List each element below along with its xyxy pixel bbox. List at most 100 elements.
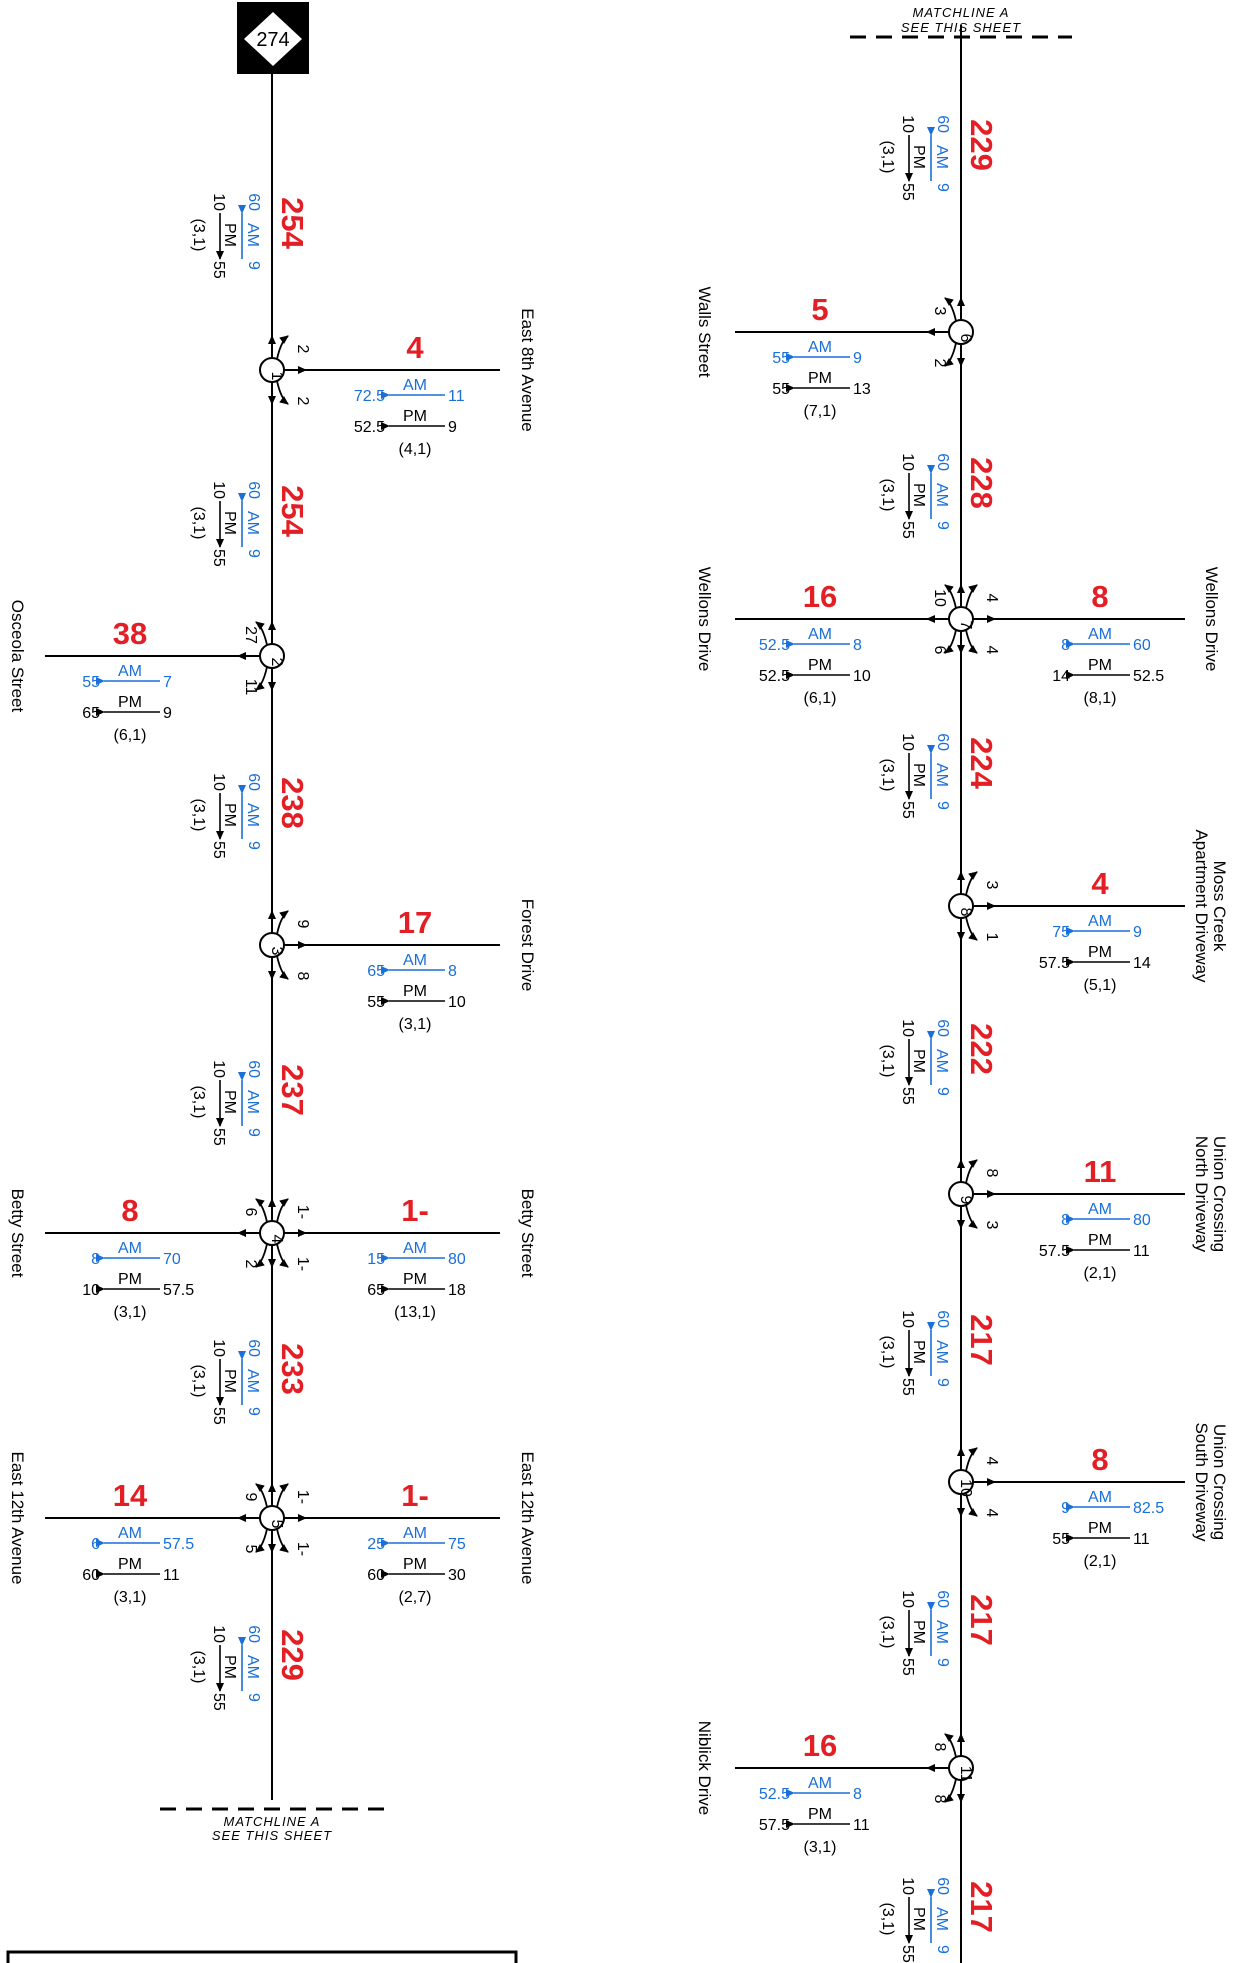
segment-am-value: 9 [245, 1407, 262, 1416]
side-am-value: 9 [853, 350, 862, 367]
side-am-value: 8 [853, 1786, 862, 1803]
segment-pm-value: 55 [210, 1407, 227, 1425]
side-am-value: 15 [367, 1251, 385, 1268]
pm-label: PM [403, 1556, 427, 1573]
turn-volume: 4 [983, 1509, 1000, 1518]
intersection-node-circle [948, 606, 974, 632]
side-pm-value: 60 [367, 1567, 385, 1584]
side-pm-value: 57.5 [163, 1282, 194, 1299]
pm-label: PM [1088, 1520, 1112, 1537]
side-pm-value: 57.5 [1039, 955, 1070, 972]
street-name-line1: Union Crossing [1210, 1424, 1229, 1540]
segment-ratio: (3,1) [190, 219, 207, 252]
segment-pm-value: 55 [899, 1378, 916, 1396]
street-name-line1: Moss Creek [1210, 861, 1229, 952]
segment-pm-value: 55 [210, 1128, 227, 1146]
segment-am-value: 9 [934, 1945, 951, 1954]
side-pm-value: 57.5 [1039, 1243, 1070, 1260]
street-name-label: East 12th Avenue [8, 1452, 27, 1585]
pm-label: PM [1088, 657, 1112, 674]
street-name-line1: Union Crossing [1210, 1136, 1229, 1252]
turn-volume: 9 [242, 1493, 259, 1502]
svg-text:SEE THIS SHEET: SEE THIS SHEET [901, 20, 1021, 35]
route-shield: 274 [237, 2, 309, 74]
segment-am-value: 9 [934, 521, 951, 530]
side-am-value: 8 [1061, 1212, 1070, 1229]
side-pm-value: 11 [1133, 1243, 1150, 1260]
side-am-value: 60 [1133, 637, 1151, 654]
side-pm-value: 60 [82, 1567, 100, 1584]
side-am-value: 55 [772, 350, 790, 367]
segment-ratio: (3,1) [879, 1045, 896, 1078]
turn-volume: 2 [242, 1260, 259, 1269]
segment-pm-value: 55 [899, 1658, 916, 1676]
side-am-value: 75 [448, 1536, 466, 1553]
street-name-label: Betty Street [518, 1189, 537, 1278]
segment-volume: 228 [964, 457, 999, 509]
am-label: AM [244, 1655, 261, 1679]
segment-ratio: (3,1) [190, 799, 207, 832]
am-label: AM [1088, 913, 1112, 930]
intersection-9: 983 [948, 1159, 1000, 1230]
segment-pm-value: 55 [210, 1693, 227, 1711]
turn-volume: 1- [294, 1257, 311, 1271]
turn-volume: 6 [931, 646, 948, 655]
pm-label: PM [910, 1340, 927, 1364]
turn-volume: 8 [931, 1743, 948, 1752]
turn-volume: 3 [931, 307, 948, 316]
turn-volume: 2 [931, 359, 948, 368]
pm-label: PM [221, 511, 238, 535]
segment-ratio: (3,1) [879, 1903, 896, 1936]
segment-pm-value: 55 [210, 549, 227, 567]
intersection-number: 11 [957, 1766, 974, 1783]
am-label: AM [403, 1240, 427, 1257]
turn-volume: 2 [294, 397, 311, 406]
side-pm-value: 13 [853, 381, 871, 398]
street-name-label: Forest Drive [518, 899, 537, 992]
side-pm-value: 11 [163, 1567, 180, 1584]
pm-label: PM [910, 763, 927, 787]
segment-pm-value: 10 [210, 1339, 227, 1357]
svg-text:SEE THIS SHEET: SEE THIS SHEET [212, 1828, 332, 1843]
segment-pm-value: 10 [899, 1877, 916, 1895]
segment-pm-value: 55 [899, 1087, 916, 1105]
side-pm-value: 11 [853, 1817, 870, 1834]
segment-ratio: (3,1) [879, 141, 896, 174]
pm-label: PM [221, 803, 238, 827]
segment-am-value: 60 [934, 1019, 951, 1037]
side-am-value: 70 [163, 1251, 181, 1268]
am-label: AM [118, 1240, 142, 1257]
pm-label: PM [808, 370, 832, 387]
segment-pm-value: 10 [210, 1625, 227, 1643]
am-label: AM [933, 145, 950, 169]
am-label: AM [403, 1525, 427, 1542]
side-am-value: 52.5 [759, 1786, 790, 1803]
turn-volume: 5 [242, 1545, 259, 1554]
segment-ratio: (3,1) [879, 1616, 896, 1649]
segment-ratio: (3,1) [190, 507, 207, 540]
side-am-value: 57.5 [163, 1536, 194, 1553]
side-pm-value: 30 [448, 1567, 466, 1584]
street-name-line2: South Driveway [1192, 1422, 1211, 1542]
pm-label: PM [808, 1806, 832, 1823]
am-label: AM [1088, 626, 1112, 643]
pm-label: PM [1088, 944, 1112, 961]
segment-volume: 233 [275, 1343, 310, 1395]
street-name: Betty Street [518, 1189, 537, 1278]
turn-volume: 27 [242, 626, 259, 644]
side-ratio: (5,1) [1084, 977, 1117, 994]
